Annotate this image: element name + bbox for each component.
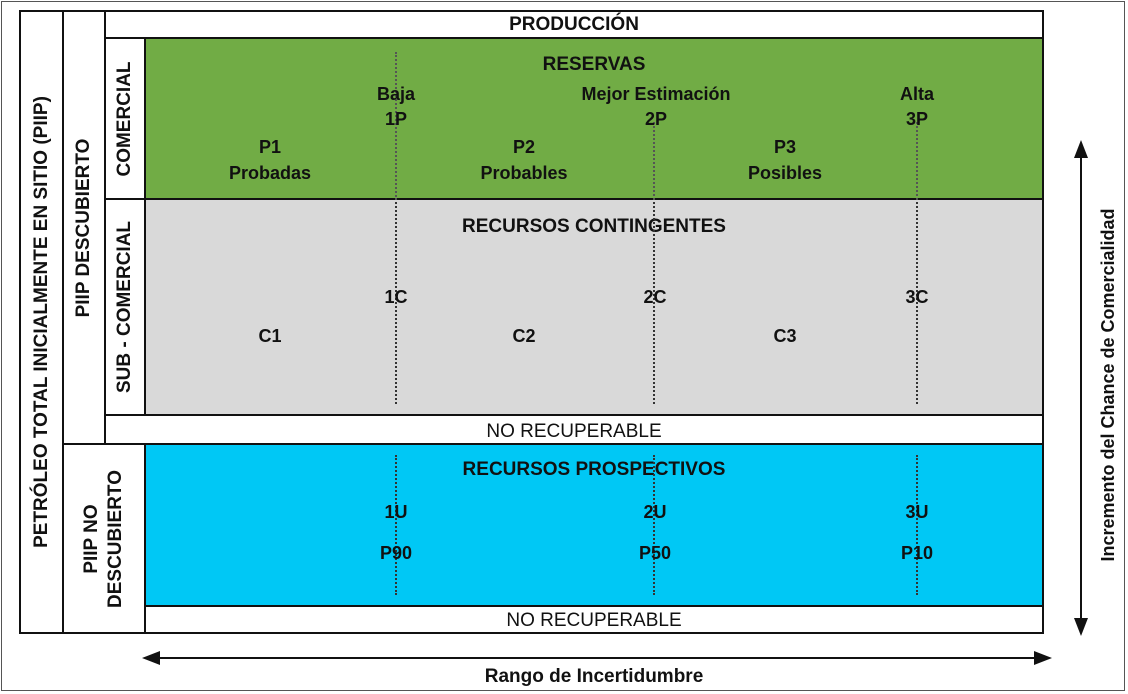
prospective-high-code: 3U <box>905 502 929 522</box>
subcommercial-column: SUB - COMERCIAL <box>104 198 146 416</box>
prospective-title: RECURSOS PROSPECTIVOS <box>462 459 726 480</box>
reserves-p2-name: Probables <box>480 163 568 183</box>
commerciality-arrow <box>1074 140 1088 636</box>
y-axis-label: Incremento del Chance de Comercialidad <box>1098 208 1118 562</box>
contingent-c1: C1 <box>258 326 282 346</box>
low-estimate-divider-contingent <box>395 202 397 404</box>
piip-total-label: PETRÓLEO TOTAL INICIALMENTE EN SITIO (PI… <box>30 96 52 548</box>
reserves-p1-code: P1 <box>258 137 282 157</box>
production-label: PRODUCCIÓN <box>509 14 639 35</box>
piip-total-column: PETRÓLEO TOTAL INICIALMENTE EN SITIO (PI… <box>19 10 64 634</box>
reserves-low-label: Baja <box>376 84 416 104</box>
reserves-high-label: Alta <box>899 84 935 104</box>
high-estimate-divider-contingent <box>916 202 918 404</box>
reserves-best-label: Mejor Estimación <box>581 84 731 104</box>
prospective-low-code: 1U <box>384 502 408 522</box>
reserves-p3-name: Posibles <box>747 163 823 183</box>
production-row: PRODUCCIÓN <box>104 10 1044 39</box>
commercial-column: COMERCIAL <box>104 37 146 200</box>
low-estimate-divider-reserves <box>395 52 397 200</box>
reserves-best-code: 2P <box>644 109 668 129</box>
best-estimate-divider-contingent <box>653 202 655 404</box>
unrecoverable-discovered-label: NO RECUPERABLE <box>486 421 662 442</box>
best-estimate-divider-prospective <box>653 455 655 595</box>
prospective-p90: P90 <box>379 543 413 563</box>
contingent-c3: C3 <box>773 326 797 346</box>
high-estimate-divider-prospective <box>916 455 918 595</box>
commercial-label: COMERCIAL <box>114 60 135 177</box>
reserves-p3-code: P3 <box>773 137 797 157</box>
piip-undiscovered-line1: PIIP NO <box>81 503 102 574</box>
reserves-low-code: 1P <box>384 109 408 129</box>
contingent-best-code: 2C <box>643 287 667 307</box>
prospective-p50: P50 <box>638 543 672 563</box>
piip-undiscovered-label: PIIP NO DESCUBIERTO <box>80 470 128 608</box>
prospective-best-code: 2U <box>643 502 667 522</box>
reserves-p2-code: P2 <box>512 137 536 157</box>
uncertainty-arrow <box>142 651 1052 665</box>
piip-undiscovered-column: PIIP NO DESCUBIERTO <box>62 443 146 634</box>
high-estimate-divider-reserves <box>916 122 918 200</box>
subcommercial-label: SUB - COMERCIAL <box>114 220 135 394</box>
unrecoverable-undiscovered-row: NO RECUPERABLE <box>144 605 1044 634</box>
piip-undiscovered-line2: DESCUBIERTO <box>105 469 126 608</box>
reserves-title: RESERVAS <box>542 54 646 75</box>
low-estimate-divider-prospective <box>395 455 397 595</box>
unrecoverable-undiscovered-label: NO RECUPERABLE <box>506 610 682 631</box>
reserves-high-code: 3P <box>905 109 929 129</box>
best-estimate-divider-reserves <box>653 122 655 200</box>
prospective-block: RECURSOS PROSPECTIVOS <box>144 443 1044 607</box>
x-axis-label: Rango de Incertidumbre <box>484 666 704 687</box>
prospective-p10: P10 <box>900 543 934 563</box>
contingent-high-code: 3C <box>905 287 929 307</box>
y-axis-label-wrap: Incremento del Chance de Comercialidad <box>1095 160 1121 610</box>
piip-discovered-label: PIIP DESCUBIERTO <box>73 138 94 317</box>
piip-discovered-column: PIIP DESCUBIERTO <box>62 10 106 445</box>
contingent-c2: C2 <box>512 326 536 346</box>
contingent-title: RECURSOS CONTINGENTES <box>462 216 726 237</box>
contingent-low-code: 1C <box>384 287 408 307</box>
reserves-p1-name: Probadas <box>228 163 312 183</box>
unrecoverable-discovered-row: NO RECUPERABLE <box>104 414 1044 445</box>
